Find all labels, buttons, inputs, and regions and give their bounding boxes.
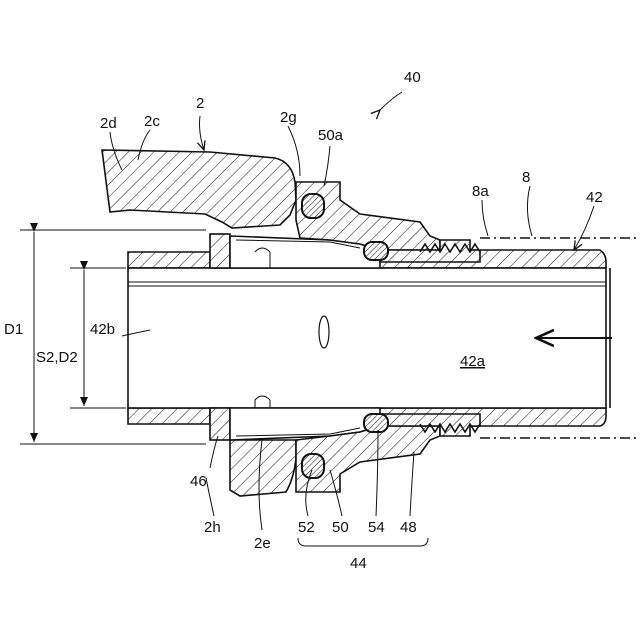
label-50a: 50a [318,127,344,144]
label-40: 40 [404,69,421,86]
retainer-46-upper [210,234,230,268]
label-2g: 2g [280,109,297,126]
bracket-44 [298,538,428,546]
label-46: 46 [190,473,207,490]
label-d1: D1 [4,321,23,338]
label-2c: 2c [144,113,160,130]
label-50: 50 [332,519,349,536]
retainer-46-lower [210,408,230,440]
label-8a: 8a [472,183,489,200]
leader-48 [410,452,414,516]
leader-50a [324,146,330,186]
leader-2 [200,116,205,150]
seal-52-lower [302,454,324,478]
housing-lower [230,440,296,496]
seal-54-lower [364,414,388,432]
label-2h: 2h [204,519,221,536]
pipe-lower-wall [128,408,210,424]
leader-40 [380,92,402,110]
label-2d: 2d [100,115,117,132]
label-44: 44 [350,555,367,572]
label-52: 52 [298,519,315,536]
pipe-bore [128,268,606,408]
label-2e: 2e [254,535,271,552]
label-48: 48 [400,519,417,536]
leader-8 [527,186,532,236]
leader-8a [482,200,488,236]
leader-42 [574,206,594,250]
label-54: 54 [368,519,385,536]
housing-upper [102,150,296,228]
label-2: 2 [196,95,204,112]
pipe-upper-wall [128,252,210,268]
label-8: 8 [522,169,530,186]
leader-2h [206,478,214,516]
label-s2d2: S2,D2 [36,349,78,366]
seal-52-upper [302,194,324,218]
label-42: 42 [586,189,603,206]
label-42b: 42b [90,321,115,338]
bore-highlight [319,316,329,348]
label-42a: 42a [460,353,486,370]
seal-54-upper [364,242,388,260]
